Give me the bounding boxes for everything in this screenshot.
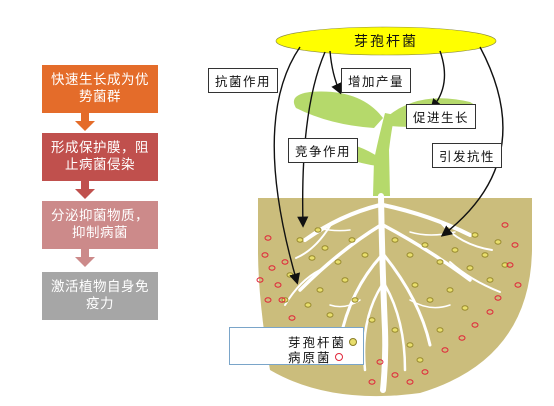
legend-bacillus: 芽孢杆菌 bbox=[288, 332, 358, 351]
bacillus-dot bbox=[461, 305, 469, 311]
bacillus-dot bbox=[286, 272, 294, 278]
pathogen-dot bbox=[261, 252, 269, 258]
bacillus-dot bbox=[436, 259, 444, 265]
pathogen-dot bbox=[274, 282, 282, 288]
bacillus-dot bbox=[421, 242, 429, 248]
bacillus-oval bbox=[275, 26, 497, 56]
legend-bacillus-label: 芽孢杆菌 bbox=[288, 335, 347, 350]
pathogen-dot bbox=[281, 259, 289, 265]
pathogen-dot bbox=[278, 297, 286, 303]
bacillus-dot bbox=[411, 282, 419, 288]
bacillus-label: 芽孢杆菌 bbox=[354, 34, 418, 50]
flow-step-2: 形成保护膜，阻止病菌侵染 bbox=[42, 133, 158, 181]
bacillus-dot bbox=[466, 265, 474, 271]
pathogen-dot bbox=[441, 347, 449, 353]
pathogen-dot bbox=[268, 265, 276, 271]
effect-competition: 竞争作用 bbox=[288, 138, 359, 163]
bacillus-dot bbox=[348, 237, 356, 243]
flow-step-3-text: 分泌抑菌物质，抑制病菌 bbox=[51, 208, 149, 241]
legend: 芽孢杆菌 病原菌 bbox=[229, 327, 364, 365]
pathogen-dot-icon bbox=[334, 352, 343, 361]
bacillus-dot bbox=[361, 252, 369, 258]
bacillus-dot bbox=[501, 262, 509, 268]
pathogen-dot bbox=[264, 235, 272, 241]
soil-area bbox=[258, 198, 532, 397]
bacillus-dot bbox=[426, 297, 434, 303]
bacillus-dot bbox=[326, 312, 334, 318]
pathogen-dot bbox=[501, 222, 509, 228]
flow-step-4-text: 激活植物自身免疫力 bbox=[51, 279, 149, 312]
bacillus-dot bbox=[296, 237, 304, 243]
effect-yield: 增加产量 bbox=[341, 68, 412, 93]
bacillus-dot bbox=[471, 232, 479, 238]
bacillus-dot bbox=[406, 342, 414, 348]
flow-arrow-2 bbox=[75, 181, 95, 199]
bacillus-dot bbox=[436, 327, 444, 333]
pathogen-dot bbox=[421, 369, 429, 375]
bacillus-dot bbox=[391, 327, 399, 333]
pathogen-dot bbox=[511, 242, 519, 248]
bacillus-dot bbox=[321, 245, 329, 251]
bacillus-dot bbox=[391, 237, 399, 243]
bacillus-dot bbox=[316, 287, 324, 293]
bacillus-dot bbox=[486, 277, 494, 283]
flow-step-4: 激活植物自身免疫力 bbox=[42, 272, 158, 320]
bacillus-dot bbox=[406, 252, 414, 258]
bacillus-dot bbox=[334, 259, 342, 265]
bacillus-dot bbox=[304, 302, 312, 308]
pathogen-dot bbox=[288, 315, 296, 321]
bacillus-dot bbox=[451, 247, 459, 253]
pathogen-dot bbox=[486, 309, 494, 315]
bacillus-dot bbox=[308, 255, 316, 261]
pathogen-dot bbox=[506, 262, 514, 268]
bacillus-dot-icon bbox=[349, 337, 358, 346]
legend-pathogen-label: 病原菌 bbox=[288, 350, 332, 365]
flow-arrow-1 bbox=[75, 113, 95, 131]
bacillus-dot bbox=[368, 317, 376, 323]
pathogen-dot bbox=[368, 379, 376, 385]
bacillus-dot bbox=[314, 227, 322, 233]
flow-step-2-text: 形成保护膜，阻止病菌侵染 bbox=[51, 140, 149, 173]
bacillus-dot bbox=[416, 357, 424, 363]
flow-step-1-text: 快速生长成为优势菌群 bbox=[51, 72, 149, 105]
flow-step-1: 快速生长成为优势菌群 bbox=[42, 65, 158, 113]
flow-arrow-3 bbox=[75, 249, 95, 267]
pathogen-dot bbox=[376, 359, 384, 365]
bacillus-dot bbox=[341, 277, 349, 283]
bacillus-dot bbox=[446, 287, 454, 293]
legend-pathogen: 病原菌 bbox=[288, 347, 343, 366]
effect-growth: 促进生长 bbox=[406, 104, 477, 129]
pathogen-dot bbox=[264, 297, 272, 303]
effect-antibacterial: 抗菌作用 bbox=[208, 68, 279, 93]
pathogen-dot bbox=[256, 277, 264, 283]
pathogen-dot bbox=[494, 295, 502, 301]
pathogen-dot bbox=[391, 372, 399, 378]
bacillus-dot bbox=[351, 297, 359, 303]
bacillus-dot bbox=[494, 239, 502, 245]
flow-step-3: 分泌抑菌物质，抑制病菌 bbox=[42, 201, 158, 249]
pathogen-dot bbox=[514, 282, 522, 288]
pathogen-dot bbox=[471, 322, 479, 328]
pathogen-dot bbox=[406, 379, 414, 385]
effect-resistance: 引发抗性 bbox=[432, 143, 503, 168]
bacillus-dot bbox=[481, 252, 489, 258]
pathogen-dot bbox=[458, 335, 466, 341]
